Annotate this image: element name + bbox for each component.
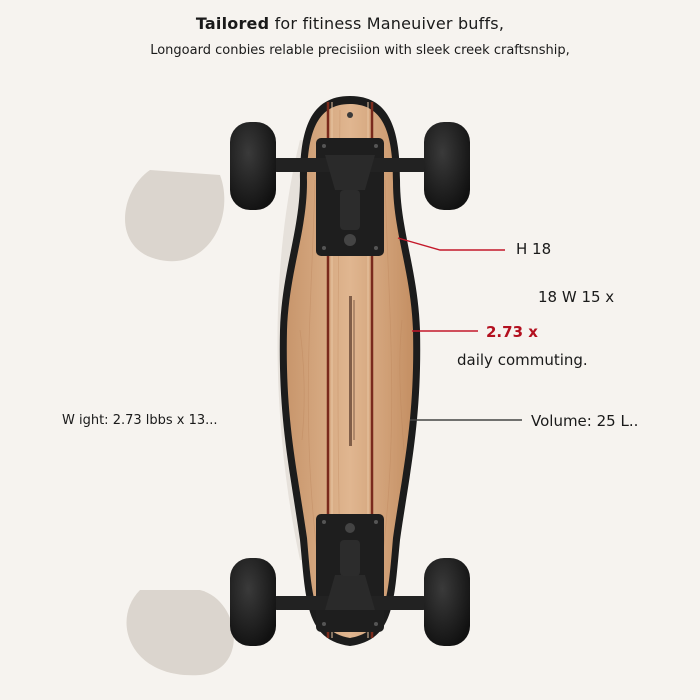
callout-thickness: 2.73 x xyxy=(486,323,538,341)
callout-size: 18 W 15 x xyxy=(538,288,615,306)
wheel-front-right xyxy=(424,122,470,210)
subheadline: Longoard conbies relable precisiion with… xyxy=(150,43,570,58)
wheel-rear-right xyxy=(424,558,470,646)
wheel-rear-left xyxy=(230,558,276,646)
callout-leader-lines xyxy=(397,237,522,421)
leader-height xyxy=(397,237,505,251)
callout-use: daily commuting. xyxy=(457,351,588,369)
deck-engraving xyxy=(349,296,355,446)
headline: Tailored for fitiness Maneuiver buffs, xyxy=(0,14,700,33)
callout-height: H 18 xyxy=(516,240,552,258)
wheel-front-left xyxy=(230,122,276,210)
front-truck xyxy=(270,138,430,256)
headline-bold: Tailored xyxy=(195,14,270,33)
callout-weight: W ight: 2.73 lbbs x 13... xyxy=(62,413,218,428)
headline-rest: for fitiness Maneuiver buffs, xyxy=(274,14,505,33)
wheels xyxy=(230,122,470,646)
rear-truck xyxy=(270,514,430,632)
callout-volume: Volume: 25 L.. xyxy=(531,412,639,430)
